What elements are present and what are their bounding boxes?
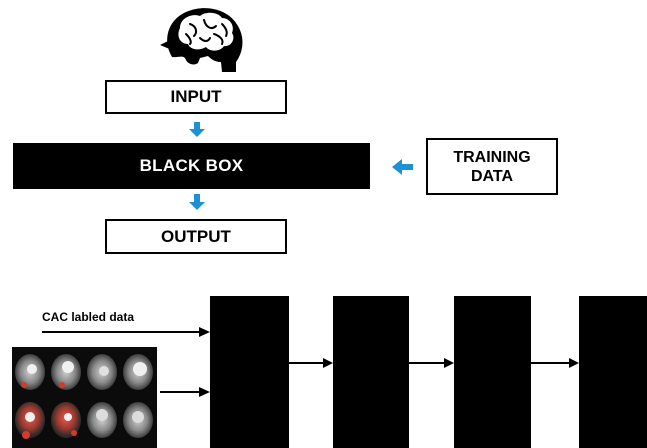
network-layer-2	[333, 296, 409, 448]
layer-arrow-3	[531, 358, 579, 368]
black-box-label: BLACK BOX	[139, 156, 244, 175]
training-data-box: TRAINING DATA	[426, 138, 558, 195]
input-label: INPUT	[170, 87, 222, 106]
network-layer-4	[579, 296, 647, 448]
ct-scan-grid-icon	[12, 347, 157, 448]
layer-arrow-2	[409, 358, 454, 368]
network-layer-1	[210, 296, 289, 448]
cac-label: CAC labled data	[42, 310, 135, 324]
network-layer-3	[454, 296, 531, 448]
input-to-blackbox-arrow	[189, 122, 205, 137]
input-box: INPUT	[105, 80, 287, 114]
cac-arrow	[42, 327, 210, 337]
output-box: OUTPUT	[105, 219, 287, 254]
blackbox-to-output-arrow	[189, 194, 205, 210]
training-label-line1: TRAINING	[453, 148, 531, 166]
output-label: OUTPUT	[161, 226, 231, 246]
layer-arrow-1	[289, 358, 333, 368]
training-label-line2: DATA	[470, 167, 514, 185]
black-box: BLACK BOX	[13, 143, 370, 189]
image-arrow	[160, 387, 210, 397]
training-to-blackbox-arrow	[392, 159, 413, 175]
